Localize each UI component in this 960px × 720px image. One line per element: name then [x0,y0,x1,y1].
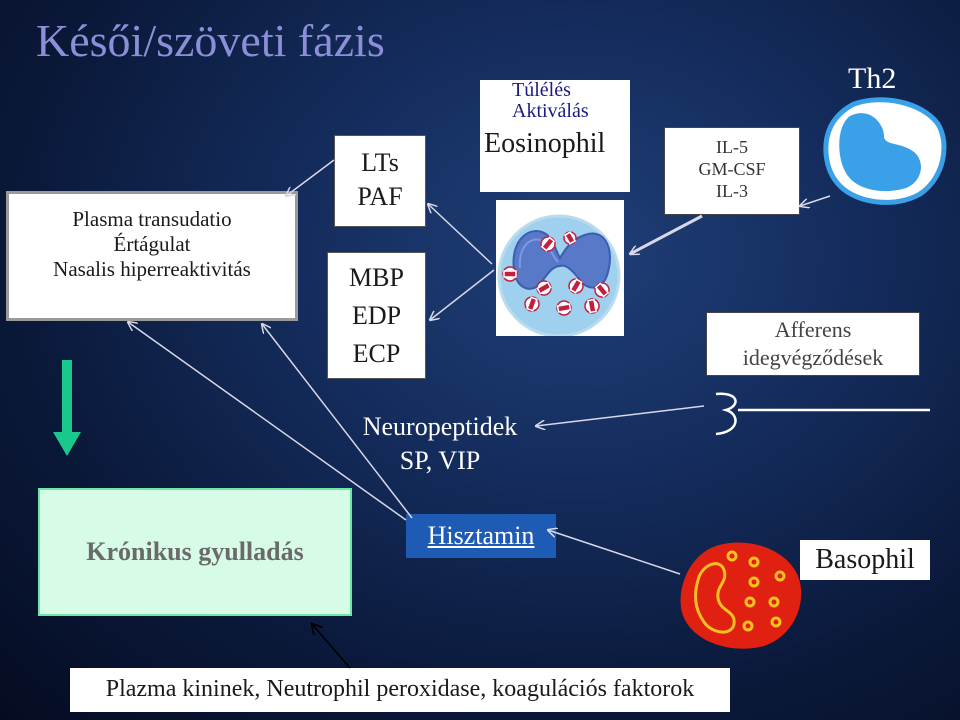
arrow-cytokines-to-eos [630,216,702,254]
arrow-eos-to-lts [428,204,492,264]
arrow-th2-to-cytokines [800,196,830,206]
arrow-basophil-to-hisztamin [548,530,680,574]
arrow-hisztamin-to-plasma [262,324,412,518]
arrow-bottom-to-kronikus [312,624,350,668]
down-arrow-icon [53,360,81,456]
arrow-eos-to-mbp [430,270,494,320]
arrow-neuropeptidek-to-plasma [128,322,406,520]
nerve-ending-icon [716,394,930,434]
arrow-lts-to-plasma [286,160,334,196]
arrow-nerve-to-neuropeptidek [536,406,704,426]
